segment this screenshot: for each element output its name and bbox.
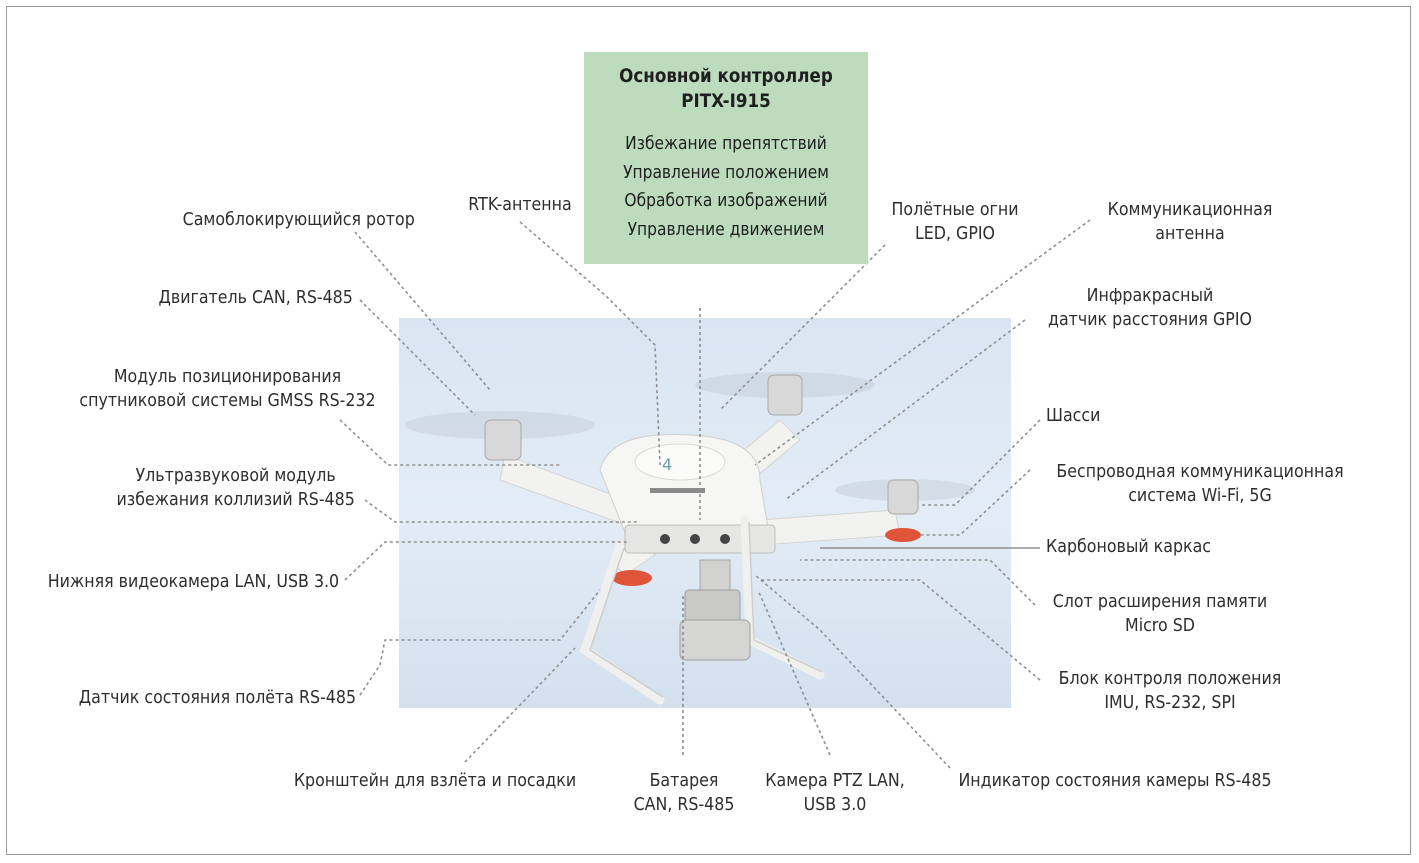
controller-title-line2: PITX-I915	[681, 90, 771, 112]
diagram-frame	[6, 6, 1411, 855]
label-battery: Батарея CAN, RS-485	[633, 770, 735, 815]
label-flight-sensor: Датчик состояния полёта RS-485	[78, 687, 356, 708]
label-ir-sensor: Инфракрасный датчик расстояния GPIO	[1048, 285, 1252, 330]
label-motor: Двигатель CAN, RS-485	[158, 287, 353, 308]
gimbal-camera	[679, 559, 751, 661]
label-landing-bracket: Кронштейн для взлёта и посадки	[293, 770, 577, 791]
label-rtk-antenna: RTK-антенна	[468, 194, 572, 215]
controller-function: Управление положением	[623, 161, 829, 183]
label-wireless: Беспроводная коммуникационная система Wi…	[1056, 461, 1344, 506]
label-imu: Блок контроля положения IMU, RS-232, SPI	[1058, 668, 1282, 713]
label-camera-indicator: Индикатор состояния камеры RS-485	[958, 770, 1272, 791]
controller-functions: Избежание препятствий Управление положен…	[584, 130, 868, 244]
label-chassis: Шасси	[1046, 405, 1101, 426]
label-comm-antenna: Коммуникационная антенна	[1107, 199, 1273, 244]
main-controller-box: Основной контроллер PITX-I915 Избежание …	[584, 52, 868, 264]
controller-function: Избежание препятствий	[625, 133, 827, 154]
label-bottom-camera: Нижняя видеокамера LAN, USB 3.0	[47, 571, 339, 592]
controller-function: Управление движением	[627, 218, 825, 240]
label-memory-slot: Слот расширения памяти Micro SD	[1052, 591, 1268, 636]
controller-title-line1: Основной контроллер	[619, 65, 833, 87]
label-gnss-module: Модуль позиционирования спутниковой сист…	[79, 366, 376, 411]
label-ptz-camera: Камера PTZ LAN, USB 3.0	[765, 770, 905, 815]
label-self-locking-rotor: Самоблокирующийся ротор	[182, 209, 415, 230]
label-flight-lights: Полётные огни LED, GPIO	[891, 199, 1019, 244]
label-carbon-frame: Карбоновый каркас	[1046, 536, 1211, 557]
label-ultrasonic: Ультразвуковой модуль избежания коллизий…	[116, 465, 355, 510]
svg-text:4: 4	[662, 455, 672, 474]
controller-function: Обработка изображений	[624, 190, 828, 211]
